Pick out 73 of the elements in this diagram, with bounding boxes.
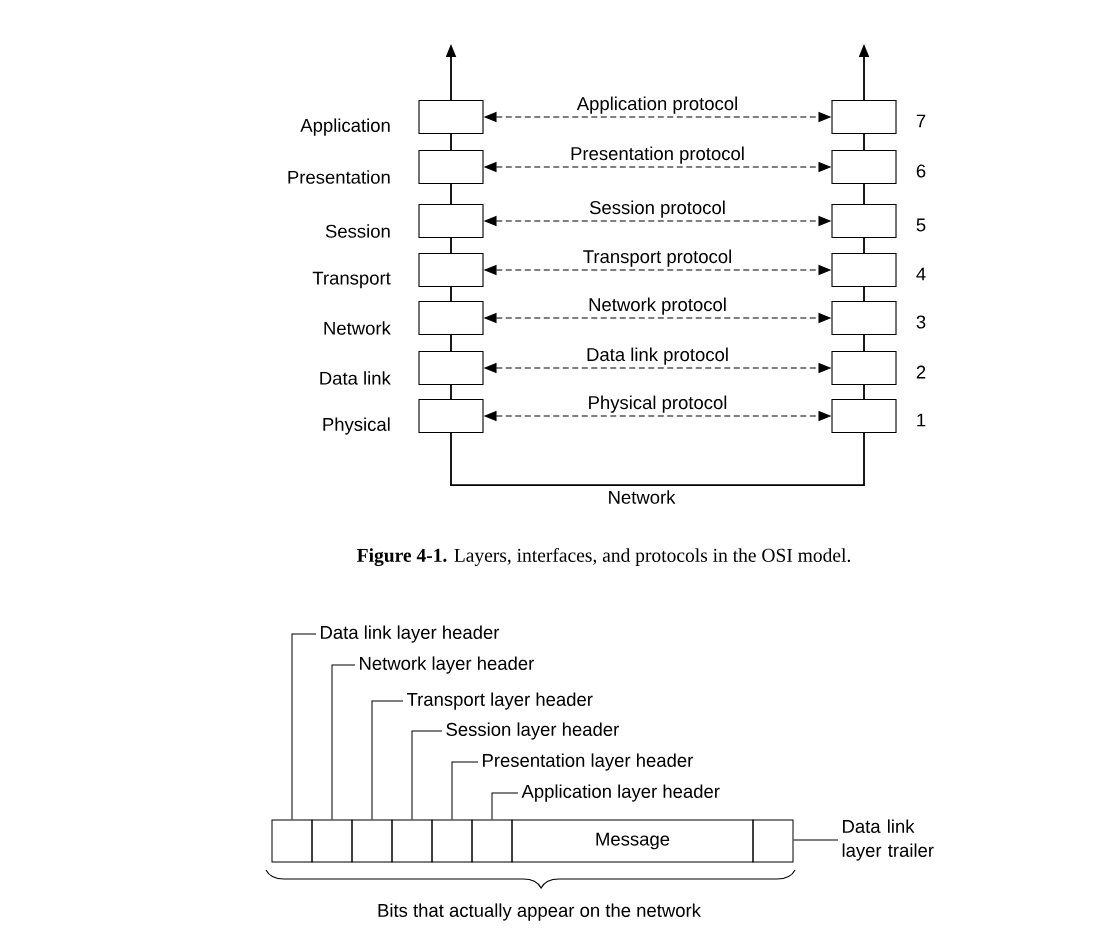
layer-name: Presentation <box>288 170 390 184</box>
layer-box <box>831 203 897 239</box>
layer-number: 6 <box>916 164 926 178</box>
connector-line <box>450 334 452 352</box>
connector-line <box>863 334 865 352</box>
leader-line <box>371 700 404 820</box>
layer-box <box>418 252 484 288</box>
header-field <box>471 819 513 863</box>
connector-line <box>863 384 865 400</box>
header-field <box>351 819 393 863</box>
header-label: Transport layer header <box>406 692 593 710</box>
layer-number: 5 <box>916 218 926 232</box>
layer-box <box>418 300 484 336</box>
layer-name: Transport <box>312 271 391 289</box>
connector-line <box>863 133 865 151</box>
leader-line <box>291 633 317 820</box>
header-field <box>431 819 473 863</box>
layer-name: Application <box>300 118 390 136</box>
layer-box <box>418 350 484 386</box>
brace-label: Bits that actually appear on the network <box>378 903 701 921</box>
layer-box <box>418 99 484 135</box>
figure-caption: Figure 4-1. Layers, interfaces, and protocols in the OSI model. <box>357 548 851 566</box>
layer-box <box>418 398 484 434</box>
protocol-label: Network protocol <box>587 296 728 316</box>
connector-line <box>863 286 865 302</box>
connector-line <box>863 237 865 254</box>
edge-label: Network <box>606 489 677 505</box>
leader-line <box>451 761 479 820</box>
layer-box <box>831 149 897 185</box>
protocol-label: Data link protocol <box>585 346 730 366</box>
network-line <box>450 432 865 486</box>
layer-number: 3 <box>916 315 926 329</box>
leader-line <box>411 730 443 820</box>
layer-number: 7 <box>916 114 926 128</box>
header-label: Network layer header <box>360 656 534 674</box>
layer-box <box>418 149 484 185</box>
layer-box <box>418 203 484 239</box>
layer-box <box>831 350 897 386</box>
layer-box <box>831 252 897 288</box>
protocol-label: Application protocol <box>575 95 740 115</box>
connector-line <box>450 183 452 205</box>
connector-line <box>450 237 452 254</box>
leader-line <box>331 664 356 820</box>
layer-number: 4 <box>916 267 926 281</box>
leader-line <box>491 792 519 820</box>
connector-line <box>863 183 865 205</box>
protocol-label: Presentation protocol <box>569 145 746 165</box>
header-field <box>311 819 353 863</box>
header-label: Data link layer header <box>321 625 500 643</box>
connector-line <box>450 384 452 400</box>
layer-box <box>831 300 897 336</box>
protocol-label: Transport protocol <box>581 248 734 268</box>
layer-name: Session <box>325 224 390 238</box>
protocol-label: Session protocol <box>588 199 727 219</box>
connector-line <box>450 286 452 302</box>
trailer-field <box>752 819 794 863</box>
layer-name: Network <box>324 321 391 335</box>
protocol-label: Physical protocol <box>586 394 729 414</box>
message-field: Message <box>511 819 754 863</box>
header-label: Session layer header <box>446 722 619 740</box>
leader-line <box>793 839 839 841</box>
connector-line <box>450 133 452 151</box>
layer-box <box>831 99 897 135</box>
header-field <box>271 819 313 863</box>
layer-name: Data link <box>320 371 391 385</box>
header-field <box>391 819 433 863</box>
header-label: Application layer header <box>521 784 720 802</box>
layer-name: Physical <box>323 417 390 435</box>
layer-number: 1 <box>917 413 926 427</box>
layer-number: 2 <box>916 365 926 379</box>
header-label: Presentation layer header <box>483 753 693 771</box>
layer-box <box>831 398 897 434</box>
trailer-label: Data link layer trailer <box>842 819 934 861</box>
